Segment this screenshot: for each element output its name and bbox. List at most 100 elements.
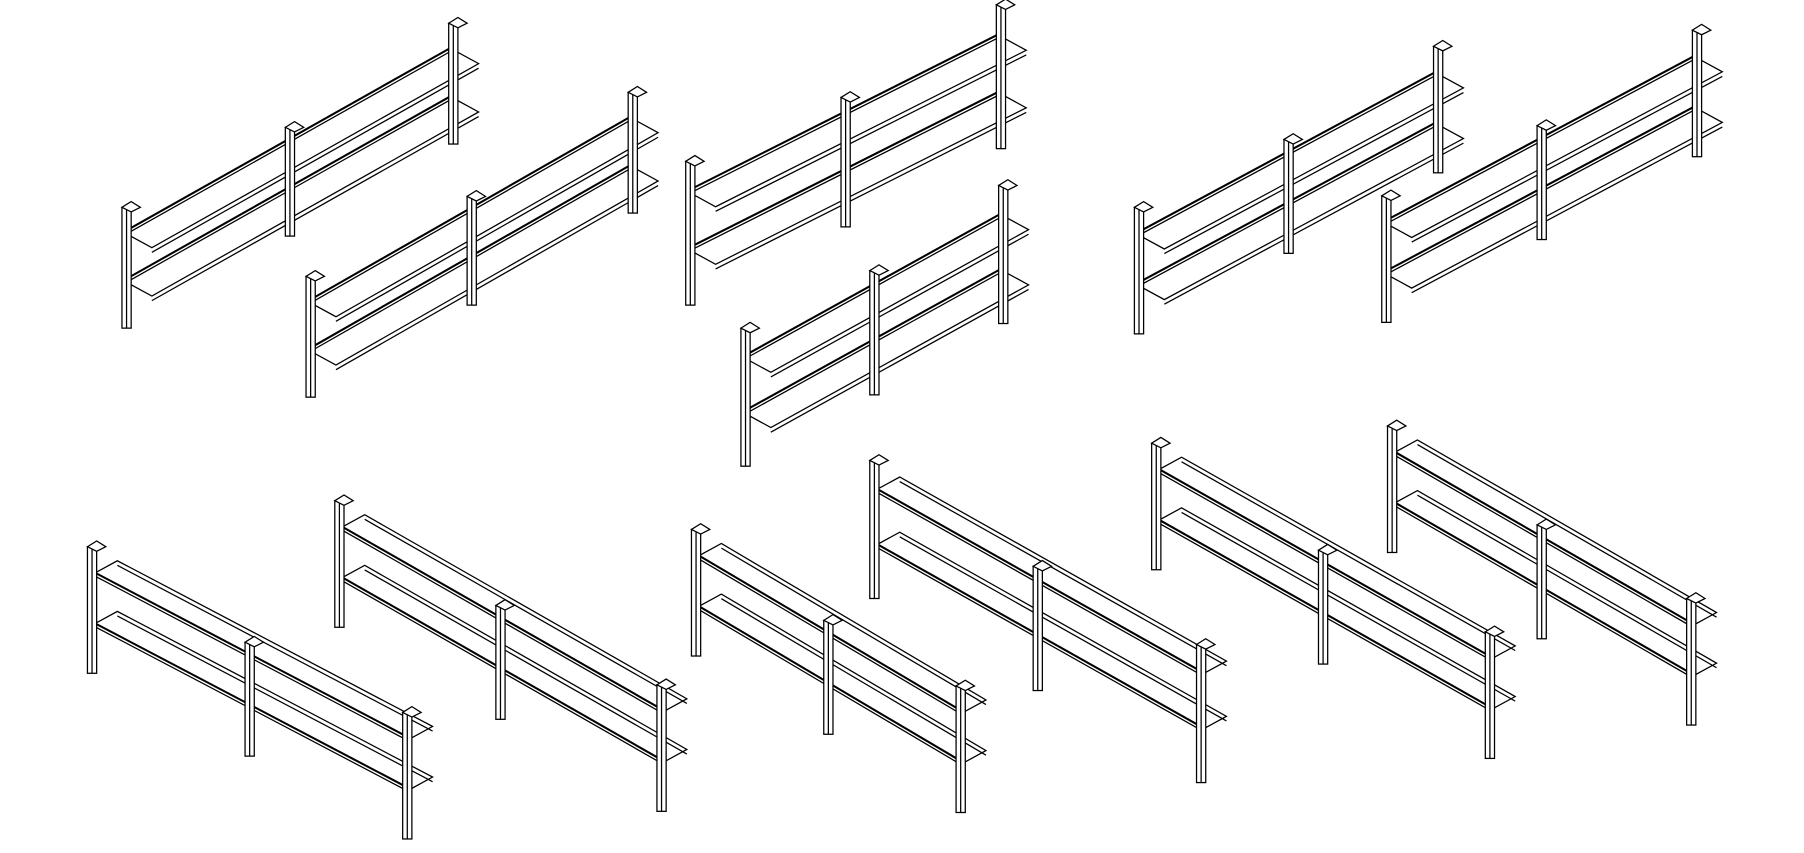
- post-cap: [1535, 518, 1557, 531]
- shelf-lip: [1411, 75, 1723, 243]
- shelf: [873, 476, 1228, 676]
- shelving-unit: [120, 16, 480, 329]
- shelf: [873, 531, 1228, 731]
- shelf-lip: [1417, 444, 1717, 618]
- shelf-lip: [721, 547, 987, 706]
- post-cap: [997, 178, 1019, 191]
- shelf: [309, 166, 660, 366]
- shelf-lip: [1164, 91, 1464, 255]
- shelf-lip: [335, 185, 659, 371]
- shelving-figure-6: [1150, 419, 1718, 760]
- shelving-unit: [304, 85, 660, 398]
- shelf-lip: [364, 518, 688, 704]
- post-cap: [447, 16, 469, 29]
- post-cap: [243, 635, 265, 648]
- shelving-unit: [1150, 436, 1517, 760]
- post-cap: [690, 522, 712, 535]
- post-cap: [1380, 189, 1402, 202]
- shelf: [1154, 507, 1517, 712]
- shelf: [694, 542, 988, 715]
- shelf: [90, 560, 434, 741]
- post-cap: [304, 269, 326, 282]
- shelf-lip: [770, 288, 1029, 433]
- post-cap: [1484, 625, 1506, 638]
- shelf: [1390, 489, 1718, 678]
- shelving-figure-3: [1133, 23, 1724, 335]
- post-cap: [626, 85, 648, 98]
- post-cap: [1535, 119, 1557, 131]
- post-cap: [1317, 543, 1339, 556]
- post-cap: [822, 613, 844, 626]
- shelf-lip: [1164, 142, 1464, 305]
- shelving-unit: [86, 540, 434, 840]
- post-cap: [401, 705, 423, 718]
- post-cap: [739, 321, 761, 334]
- shelf-lip: [364, 569, 688, 755]
- shelf: [90, 610, 434, 792]
- post-cap: [86, 540, 108, 553]
- post-cap: [1150, 436, 1172, 449]
- post-cap: [465, 189, 487, 202]
- shelf-lip: [899, 536, 1227, 722]
- post-cap: [284, 120, 306, 133]
- shelving-unit: [1133, 39, 1465, 335]
- shelf: [1385, 107, 1724, 289]
- shelf: [688, 93, 1028, 265]
- shelving-figure-2: [684, 0, 1030, 467]
- post-cap: [839, 90, 861, 103]
- post-cap: [684, 154, 706, 167]
- shelving-unit: [739, 178, 1030, 467]
- shelf-lip: [1181, 461, 1516, 652]
- shelf: [1390, 439, 1718, 628]
- post-cap: [1133, 200, 1155, 213]
- shelving-unit: [1380, 23, 1724, 324]
- post-cap: [1031, 559, 1053, 572]
- shelf-lip: [1411, 126, 1723, 294]
- shelf: [1137, 73, 1465, 250]
- shelving-unit: [684, 0, 1028, 306]
- shelf: [1385, 57, 1724, 239]
- shelf: [125, 49, 480, 249]
- post-cap: [494, 598, 516, 611]
- shelf-lip: [715, 54, 1027, 212]
- shelving-figure-1: [120, 16, 660, 398]
- shelf-lip: [1417, 494, 1717, 669]
- post-cap: [120, 200, 142, 213]
- shelving-unit: [868, 453, 1228, 784]
- post-cap: [1282, 132, 1304, 145]
- shelf-lip: [1181, 511, 1516, 702]
- post-cap: [1432, 39, 1454, 52]
- shelving-unit: [690, 522, 988, 814]
- post-cap: [333, 494, 355, 507]
- shelf: [744, 215, 1030, 374]
- post-cap: [954, 679, 976, 692]
- shelving-figure-5: [690, 453, 1228, 814]
- shelf-lip: [899, 481, 1227, 667]
- post-cap: [1386, 419, 1408, 432]
- post-cap: [995, 0, 1017, 11]
- shelf-lip: [117, 564, 433, 732]
- shelf: [1154, 456, 1517, 661]
- shelf-lip: [151, 116, 479, 302]
- shelving-unit: [333, 494, 689, 812]
- post-cap: [1691, 23, 1713, 36]
- shelving-unit: [1386, 419, 1718, 726]
- shelf-lip: [721, 598, 987, 756]
- shelf-lip: [715, 111, 1027, 270]
- shelf: [744, 270, 1030, 429]
- shelf: [338, 564, 689, 764]
- post-cap: [868, 264, 890, 276]
- post-cap: [1685, 592, 1707, 604]
- shelf: [694, 593, 988, 766]
- post-cap: [868, 453, 890, 466]
- shelf-lip: [151, 67, 479, 253]
- shelf-lip: [117, 615, 433, 783]
- shelf-lip: [335, 136, 659, 322]
- shelf: [125, 97, 480, 297]
- shelf-lip: [770, 233, 1029, 378]
- shelf: [1137, 124, 1465, 301]
- shelf: [309, 118, 660, 318]
- post-cap: [1195, 638, 1217, 650]
- post-cap: [655, 678, 677, 691]
- shelving-figure-4: [86, 494, 689, 840]
